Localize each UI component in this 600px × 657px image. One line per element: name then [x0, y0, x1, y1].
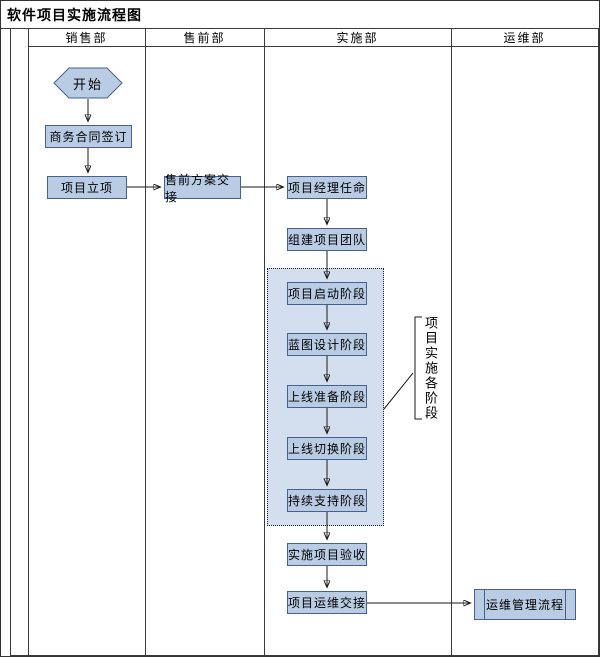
table-bottom-border	[10, 655, 599, 656]
node-presales-handover: 售前方案交接	[164, 173, 241, 204]
node-startup-phase: 项目启动阶段	[287, 282, 367, 305]
margin-column-divider	[28, 28, 29, 656]
lane-header-sales: 销售部	[65, 31, 108, 45]
node-om-handover: 项目运维交接	[287, 591, 367, 614]
lane-divider-1-2	[145, 28, 146, 656]
node-om-process: 运维管理流程	[474, 589, 576, 620]
node-golive-prep-phase: 上线准备阶段	[287, 385, 367, 408]
page-title: 软件项目实施流程图	[7, 9, 142, 24]
node-start: 开始	[53, 67, 123, 99]
annotation-label: 项目实施各阶段	[423, 316, 438, 421]
lane-divider-3-4	[451, 28, 452, 656]
lane-header-operations: 运维部	[503, 31, 546, 45]
node-pm-appointment: 项目经理任命	[287, 176, 367, 199]
node-team-building: 组建项目团队	[287, 228, 367, 251]
node-golive-switch-phase: 上线切换阶段	[287, 437, 367, 460]
lane-header-presales: 售前部	[183, 31, 226, 45]
lane-divider-2-3	[264, 28, 265, 656]
lane-header-implementation: 实施部	[336, 31, 379, 45]
node-acceptance: 实施项目验收	[287, 543, 367, 566]
hexagon-shape	[53, 67, 123, 99]
title-divider	[1, 28, 599, 29]
node-project-initiation: 项目立项	[47, 176, 127, 199]
lane-header-underline	[28, 46, 598, 47]
table-right-border	[598, 28, 599, 656]
node-start-label: 开始	[72, 76, 103, 92]
table-left-border	[10, 28, 11, 656]
node-blueprint-phase: 蓝图设计阶段	[287, 333, 367, 356]
node-support-phase: 持续支持阶段	[287, 489, 367, 512]
node-contract-signing: 商务合同签订	[45, 125, 132, 148]
annotation-leader-line	[383, 372, 414, 410]
